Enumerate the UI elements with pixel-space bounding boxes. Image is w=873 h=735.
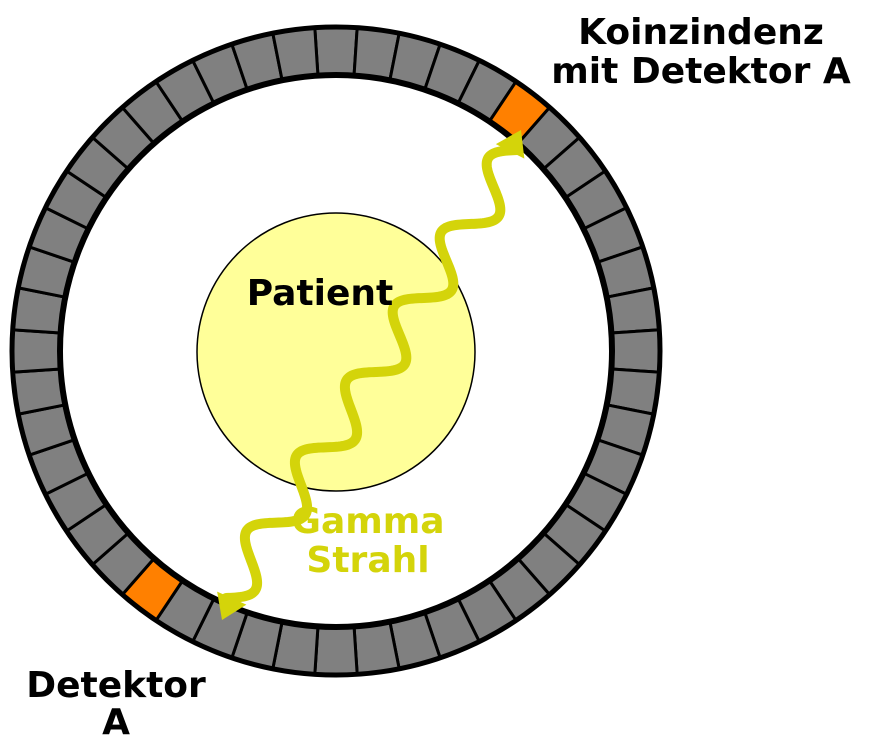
patient-label: Patient — [247, 273, 394, 314]
detector-segment — [13, 330, 61, 372]
coincidence-label-line1: Koinzindenz — [578, 12, 824, 53]
detector-segment — [273, 29, 318, 81]
gamma-label-line2: Strahl — [306, 540, 429, 581]
detector-label-line2: A — [102, 702, 130, 735]
detector-segment — [354, 622, 399, 674]
detector-label-line1: Detektor — [26, 665, 206, 706]
detector-segment — [607, 288, 659, 333]
detector-segment — [315, 626, 357, 674]
detector-segment — [611, 330, 659, 372]
detector-segment — [14, 369, 66, 414]
gamma-label-line1: Gamma — [291, 501, 444, 542]
coincidence-label-line2: mit Detektor A — [551, 51, 851, 92]
detector-segment — [315, 28, 357, 76]
